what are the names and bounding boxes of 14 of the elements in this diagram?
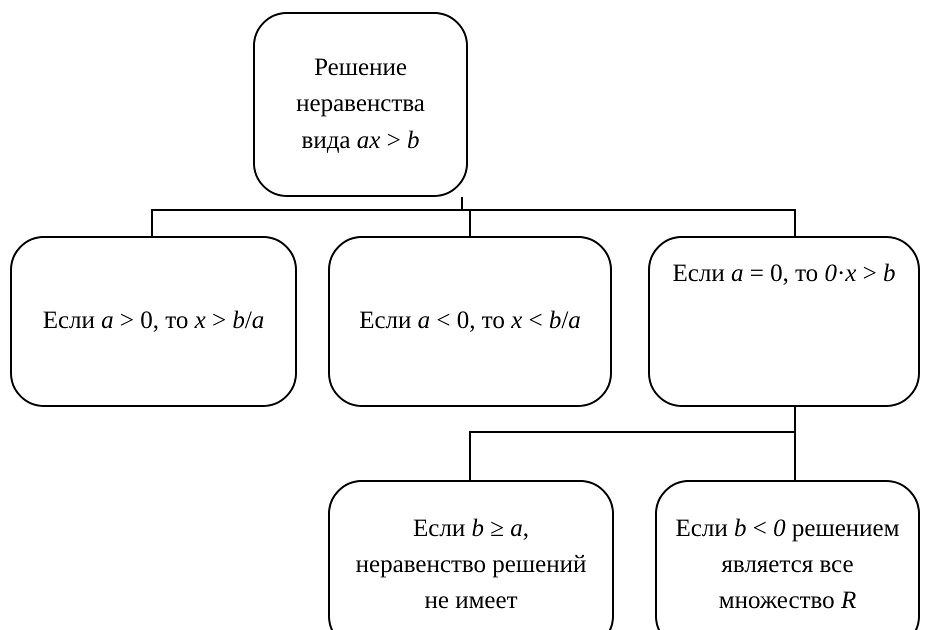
connector-line [461, 197, 796, 236]
rounded-box [655, 480, 920, 630]
box-text: Решение неравенства вида ax > b [295, 53, 426, 156]
rounded-box [328, 236, 612, 407]
box-text: Если a < 0, то x < b/a [359, 306, 581, 336]
rounded-box [10, 236, 297, 407]
connector-line [794, 407, 796, 480]
rounded-box [648, 236, 920, 407]
rounded-box [328, 480, 614, 630]
box-text: Если b ≥ a, неравенство решений не имеет [354, 514, 588, 616]
rounded-box [253, 12, 468, 197]
box-text: Если b < 0 решением является все множество R [675, 514, 900, 616]
box-text: Если a = 0, то 0·x > b [672, 259, 896, 289]
box-text: Если a > 0, то x > b/a [42, 306, 264, 336]
